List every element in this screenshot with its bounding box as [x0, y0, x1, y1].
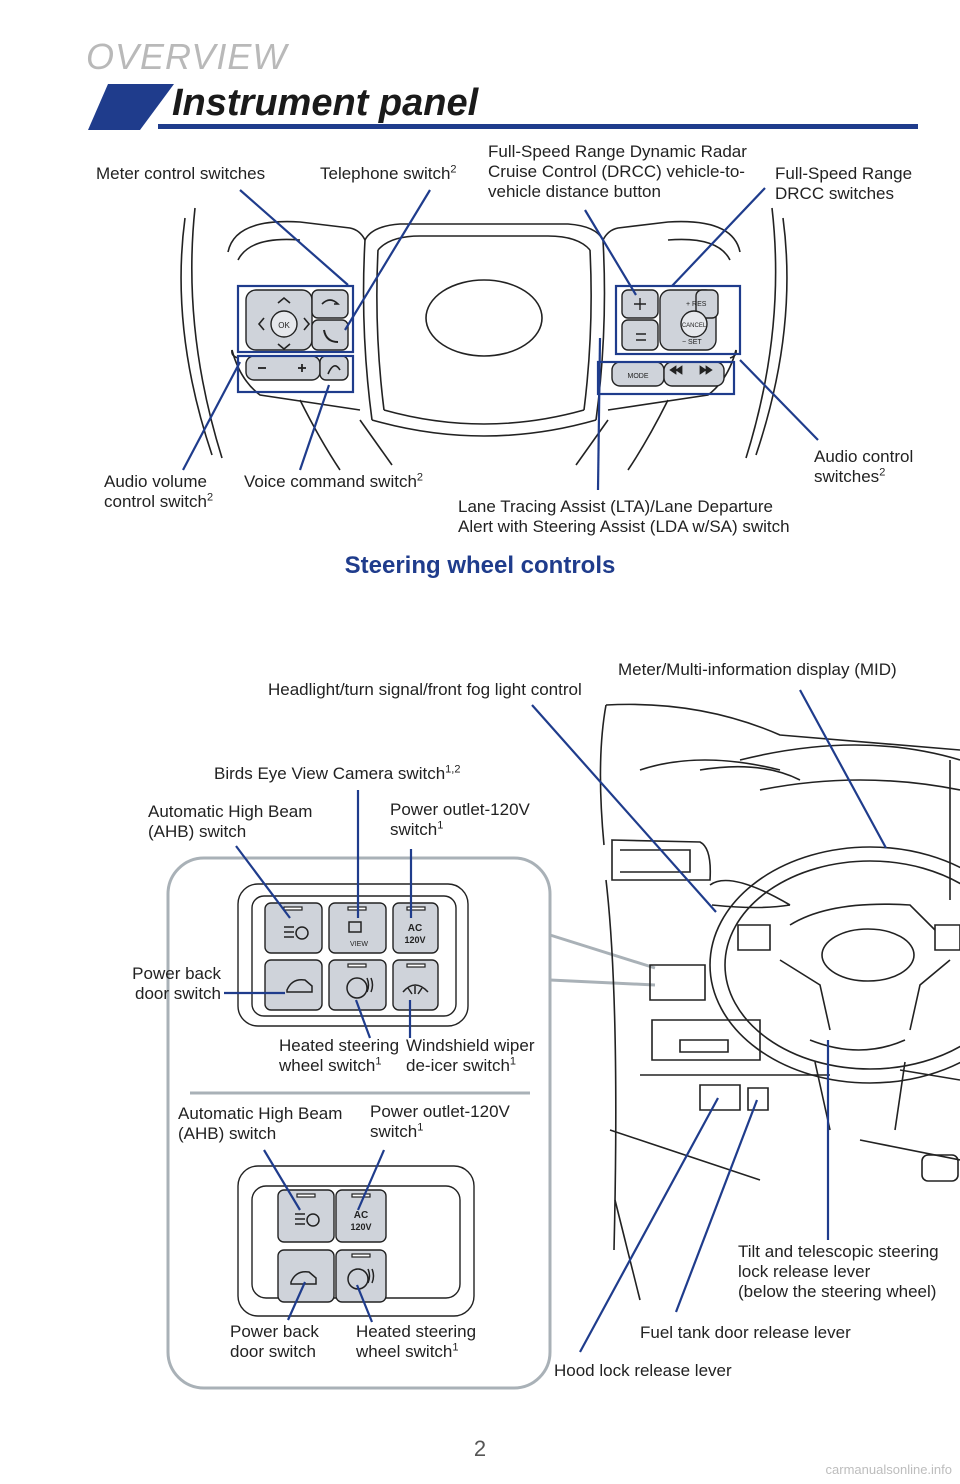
- steering-wheel-illustration: OK + RES CANCEL − SET MODE: [180, 187, 819, 491]
- page-number: 2: [473, 1436, 487, 1461]
- label-hood-lock-lever: Hood lock release lever: [554, 1361, 732, 1380]
- watermark: carmanualsonline.info: [825, 1462, 952, 1477]
- label-drcc-distance-button: Full-Speed Range Dynamic Radar Cruise Co…: [488, 142, 747, 201]
- label-lta-lda-switch: Lane Tracing Assist (LTA)/Lane Departure…: [458, 497, 790, 536]
- label-meter-control-switches: Meter control switches: [96, 164, 266, 183]
- label-telephone-switch: Telephone switch2: [320, 163, 457, 183]
- svg-text:AC: AC: [408, 923, 422, 934]
- label-heated-steering-top: Heated steering wheel switch1: [279, 1036, 400, 1075]
- label-drcc-switches: Full-Speed Range DRCC switches: [775, 164, 913, 203]
- section-label: OVERVIEW: [86, 36, 288, 77]
- label-heated-steering-bottom: Heated steering wheel switch1: [356, 1322, 477, 1361]
- svg-text:120V: 120V: [404, 935, 425, 945]
- label-power-back-door-bottom: Power back door switch: [230, 1322, 319, 1361]
- label-fuel-door-lever: Fuel tank door release lever: [640, 1323, 851, 1342]
- label-ahb-switch-top: Automatic High Beam (AHB) switch: [148, 802, 313, 841]
- label-voice-command-switch: Voice command switch2: [244, 471, 424, 491]
- label-power-outlet-top: Power outlet-120V switch1: [390, 800, 530, 839]
- label-ahb-switch-bottom: Automatic High Beam (AHB) switch: [178, 1104, 343, 1143]
- svg-text:MODE: MODE: [628, 373, 649, 380]
- svg-text:OK: OK: [278, 321, 290, 330]
- label-windshield-deicer: Windshield wiper de-icer switch1: [406, 1036, 535, 1075]
- page-title: Instrument panel: [172, 82, 479, 124]
- title-bar: [88, 84, 918, 130]
- label-birds-eye-camera-switch: Birds Eye View Camera switch1,2: [214, 763, 461, 783]
- label-meter-mid: Meter/Multi-information display (MID): [618, 660, 897, 679]
- svg-text:CANCEL: CANCEL: [682, 323, 707, 329]
- label-audio-control-switches: Audio control switches2: [814, 447, 914, 486]
- label-audio-volume-switch: Audio volume control switch2: [104, 472, 214, 511]
- svg-text:AC: AC: [354, 1210, 368, 1221]
- label-headlight-control: Headlight/turn signal/front fog light co…: [268, 680, 582, 699]
- label-power-back-door-top: Power back door switch: [132, 964, 221, 1003]
- label-power-outlet-bottom: Power outlet-120V switch1: [370, 1102, 510, 1141]
- steering-caption: Steering wheel controls: [344, 552, 616, 579]
- label-tilt-telescopic-lever: Tilt and telescopic steering lock releas…: [738, 1242, 939, 1301]
- svg-text:120V: 120V: [350, 1222, 371, 1232]
- svg-text:+ RES: + RES: [686, 301, 707, 308]
- svg-text:− SET: − SET: [682, 339, 702, 346]
- svg-text:VIEW: VIEW: [350, 941, 368, 948]
